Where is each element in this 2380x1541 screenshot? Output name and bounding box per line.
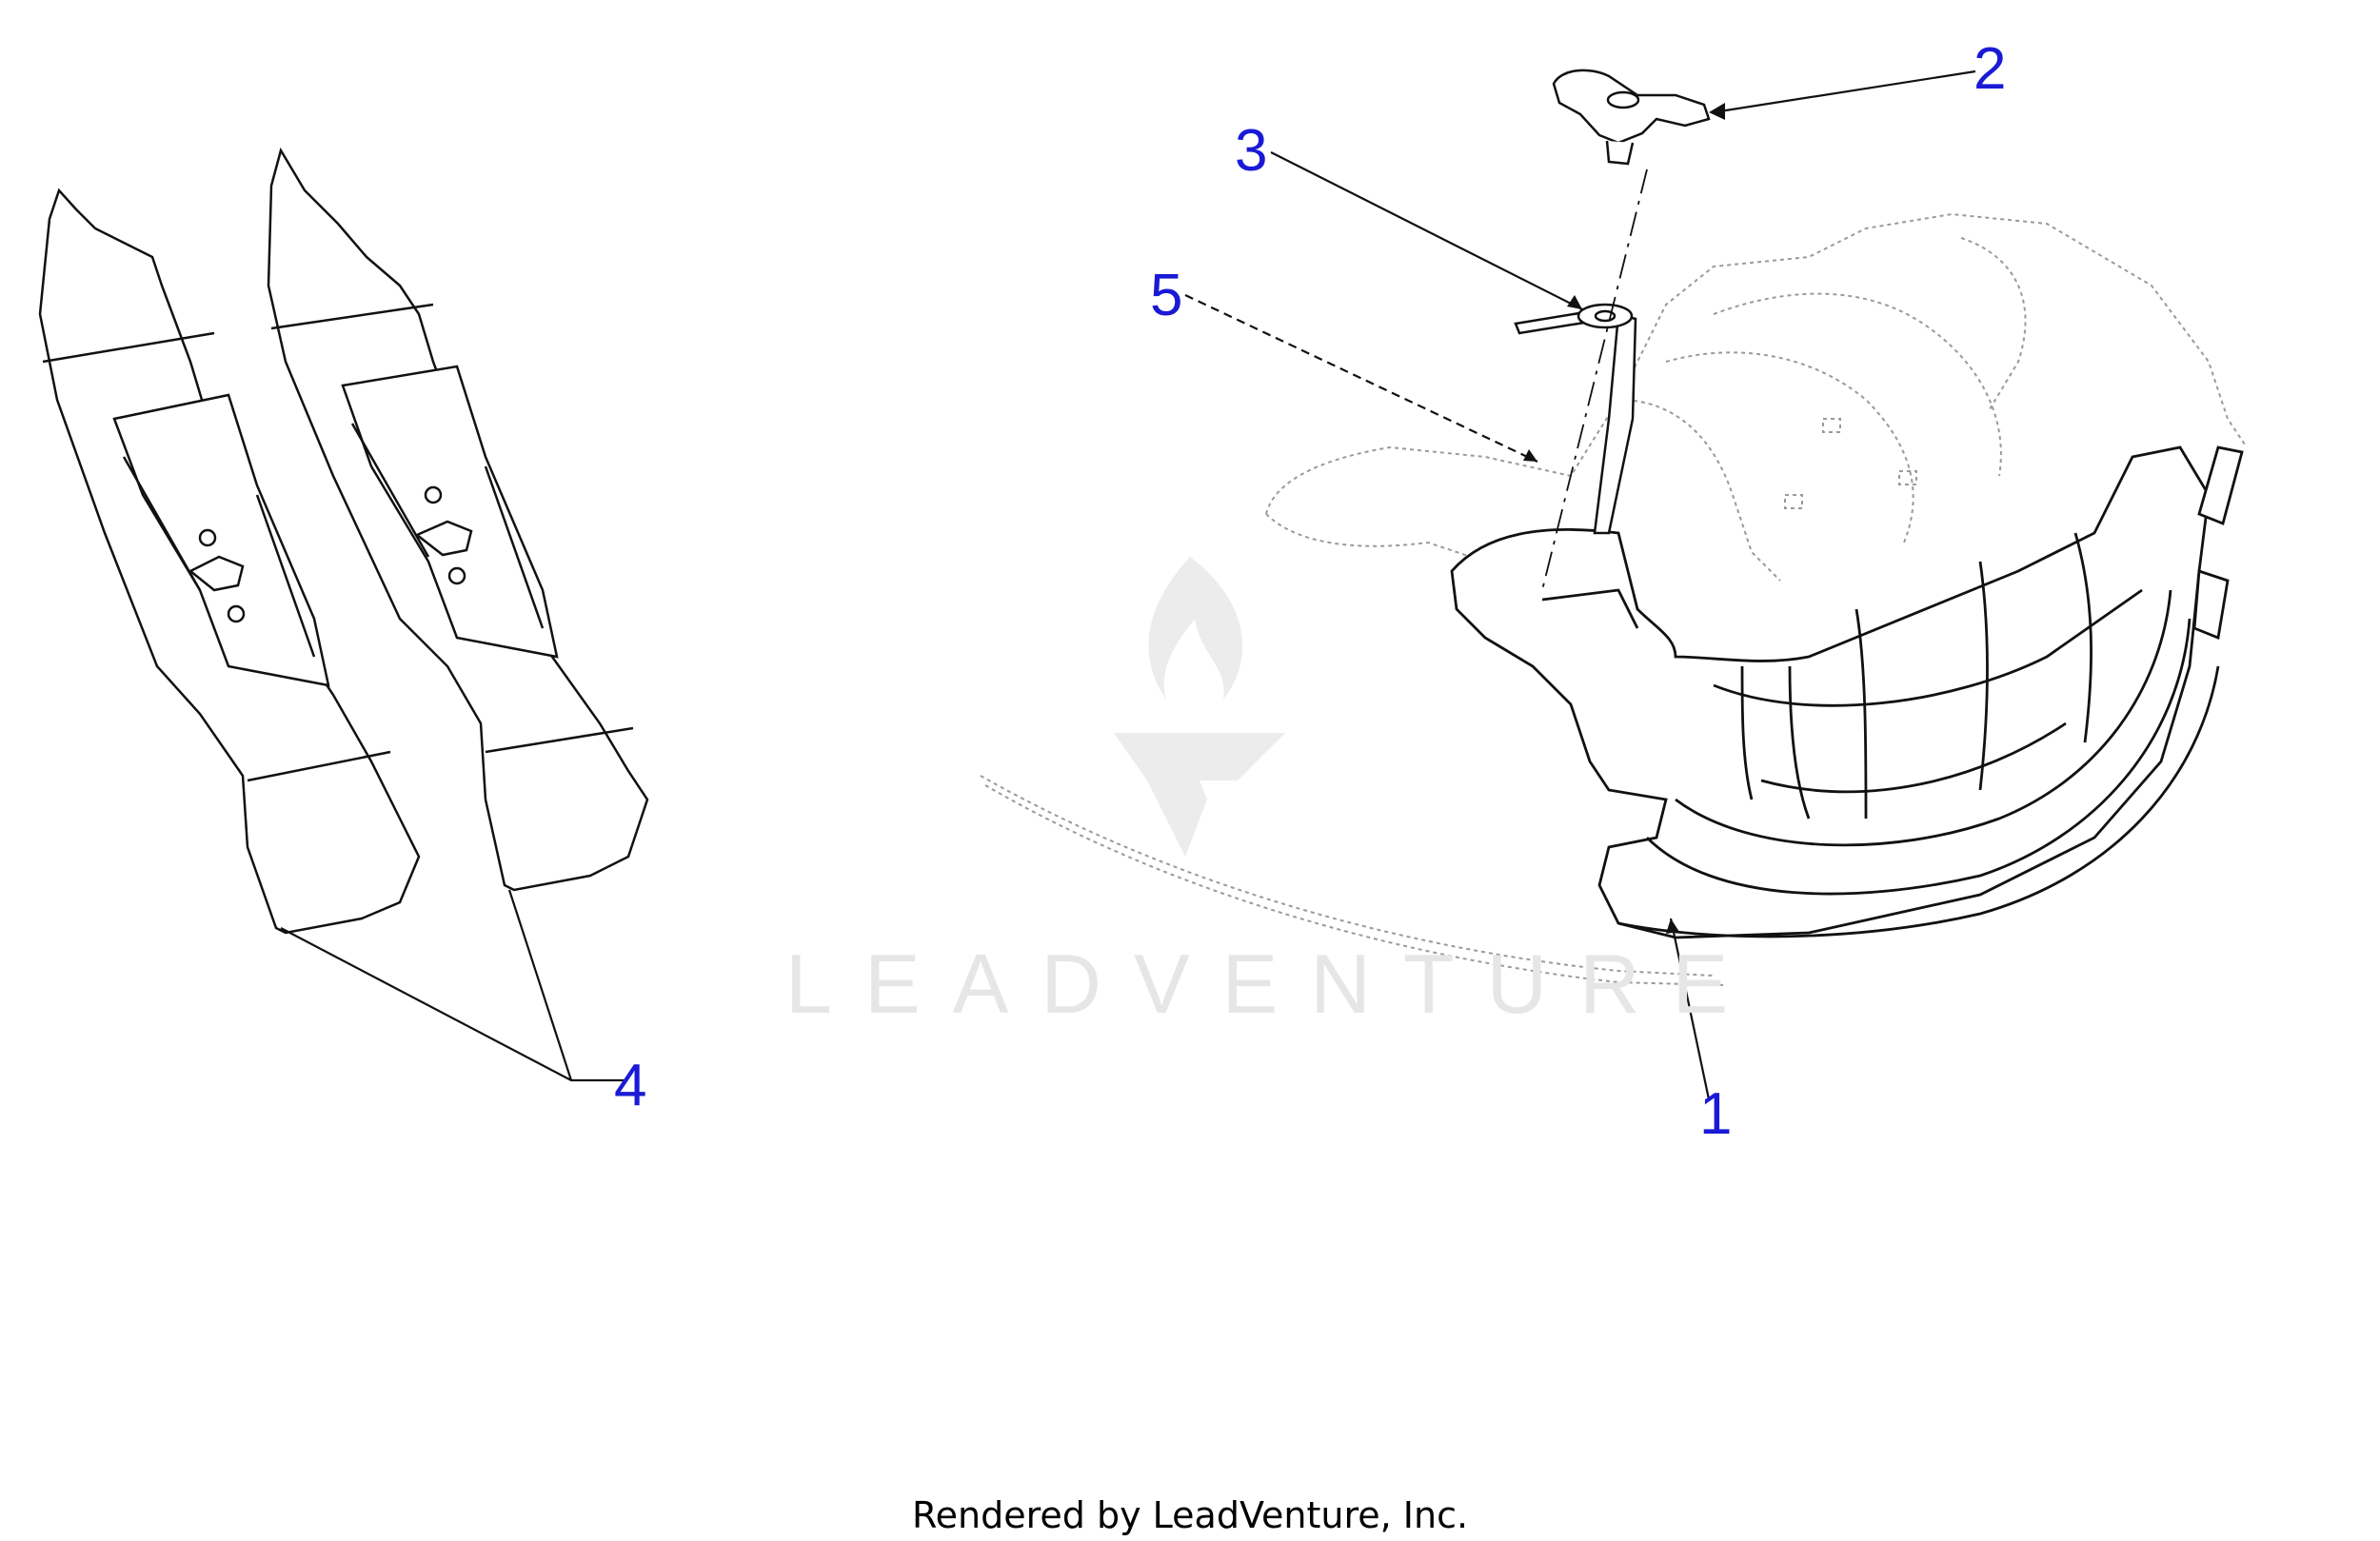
knob: [1552, 69, 1711, 166]
assembly-centerline: [1541, 168, 1648, 591]
render-credit: Rendered by LeadVenture, Inc.: [911, 1494, 1469, 1536]
deflector-chute: [1450, 445, 2244, 939]
callout-2: 2: [1973, 36, 2007, 102]
callout-5: 5: [1150, 263, 1183, 328]
callout-4: 4: [614, 1053, 647, 1118]
leader-lines: [280, 69, 1976, 1100]
watermark-wordmark: LEADVENTURE: [785, 937, 1761, 1031]
leader-arrowheads: [1523, 103, 1725, 934]
bracket: [1514, 303, 1637, 535]
watermark-logo: [1114, 557, 1285, 857]
blade-left: [38, 188, 421, 935]
deck-ghost-outline: [980, 212, 2248, 986]
callout-1: 1: [1699, 1081, 1733, 1147]
callout-3: 3: [1235, 118, 1268, 184]
blade-right: [267, 147, 649, 892]
